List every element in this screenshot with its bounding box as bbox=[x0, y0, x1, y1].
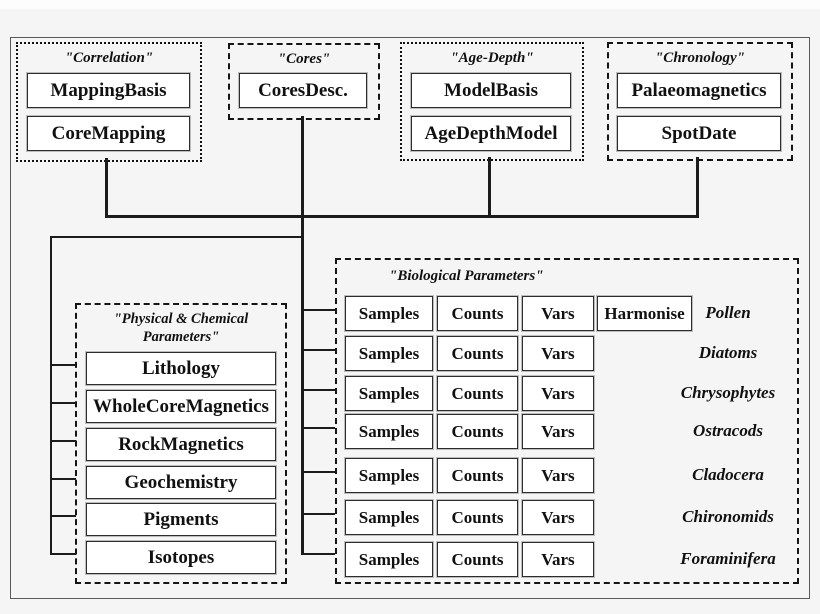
group-cores: "Cores" CoresDesc. bbox=[228, 43, 380, 120]
table-counts: Counts bbox=[437, 376, 518, 411]
bio-row-foraminifera: Samples Counts Vars Foraminifera bbox=[337, 542, 797, 577]
table-vars: Vars bbox=[522, 296, 594, 331]
table-samples: Samples bbox=[345, 336, 433, 371]
table-samples: Samples bbox=[345, 542, 433, 577]
bio-row-chironomids: Samples Counts Vars Chironomids bbox=[337, 500, 797, 535]
table-geochemistry: Geochemistry bbox=[86, 466, 276, 499]
tick-pigments bbox=[50, 515, 76, 517]
connector-cores-rail bbox=[301, 116, 304, 555]
table-mappingbasis: MappingBasis bbox=[27, 73, 190, 108]
table-agedepthmodel: AgeDepthModel bbox=[411, 116, 571, 151]
table-palaeomagnetics: Palaeomagnetics bbox=[617, 73, 781, 108]
tick-cladocera bbox=[304, 471, 335, 473]
group-correlation-title: "Correlation" bbox=[64, 50, 154, 66]
bio-row-label: Diatoms bbox=[698, 342, 758, 362]
table-samples: Samples bbox=[345, 376, 433, 411]
table-vars: Vars bbox=[522, 414, 594, 449]
tick-pollen bbox=[304, 309, 335, 311]
tick-chrysophytes bbox=[304, 389, 335, 391]
tick-isotopes bbox=[50, 553, 76, 555]
tick-lithology bbox=[50, 364, 76, 366]
table-vars: Vars bbox=[522, 376, 594, 411]
group-physical-chemical-title-line1: "Physical & Chemical bbox=[113, 311, 249, 327]
table-samples: Samples bbox=[345, 500, 433, 535]
table-samples: Samples bbox=[345, 296, 433, 331]
tick-chironomids bbox=[304, 513, 335, 515]
table-counts: Counts bbox=[437, 500, 518, 535]
page-margin bbox=[0, 0, 820, 9]
bio-row-ostracods: Samples Counts Vars Ostracods bbox=[337, 414, 797, 449]
table-coresdesc: CoresDesc. bbox=[239, 73, 367, 108]
bio-row-label: Cladocera bbox=[692, 464, 764, 484]
table-vars: Vars bbox=[522, 500, 594, 535]
bio-row-label: Pollen bbox=[705, 302, 751, 322]
group-biological-title: "Biological Parameters" bbox=[389, 268, 544, 284]
table-counts: Counts bbox=[437, 296, 518, 331]
table-counts: Counts bbox=[437, 336, 518, 371]
group-age-depth: "Age-Depth" ModelBasis AgeDepthModel bbox=[400, 42, 584, 161]
connector-correlation-drop bbox=[105, 158, 108, 218]
group-correlation: "Correlation" MappingBasis CoreMapping bbox=[16, 42, 202, 162]
group-physical-chemical-title: "Physical & Chemical Parameters" bbox=[77, 305, 285, 346]
group-chronology-title: "Chronology" bbox=[654, 50, 745, 66]
table-vars: Vars bbox=[522, 458, 594, 493]
connector-left-branch bbox=[50, 236, 303, 238]
table-coremapping: CoreMapping bbox=[27, 116, 190, 151]
group-physical-chemical-title-line2: Parameters" bbox=[142, 329, 220, 346]
table-rockmagnetics: RockMagnetics bbox=[86, 428, 276, 461]
table-samples: Samples bbox=[345, 458, 433, 493]
table-counts: Counts bbox=[437, 542, 518, 577]
tick-diatoms bbox=[304, 349, 335, 351]
bio-row-label: Chironomids bbox=[682, 506, 774, 526]
bio-row-label: Foraminifera bbox=[680, 548, 776, 568]
tick-foraminifera bbox=[304, 553, 335, 555]
bio-row-diatoms: Samples Counts Vars Diatoms bbox=[337, 336, 797, 371]
bio-row-chrysophytes: Samples Counts Vars Chrysophytes bbox=[337, 376, 797, 411]
diagram-outer-frame bbox=[10, 37, 810, 599]
bio-row-pollen: Samples Counts Vars Harmonise Pollen bbox=[337, 296, 797, 331]
group-cores-title: "Cores" bbox=[277, 51, 331, 67]
table-vars: Vars bbox=[522, 542, 594, 577]
table-samples: Samples bbox=[345, 414, 433, 449]
bio-row-label: Ostracods bbox=[693, 420, 763, 440]
table-isotopes: Isotopes bbox=[86, 541, 276, 574]
bio-row-label: Chrysophytes bbox=[680, 382, 776, 402]
tick-geochemistry bbox=[50, 478, 76, 480]
table-counts: Counts bbox=[437, 458, 518, 493]
group-age-depth-title: "Age-Depth" bbox=[450, 50, 534, 66]
tick-ostracods bbox=[304, 427, 335, 429]
connector-age-depth-drop bbox=[488, 157, 491, 218]
bio-row-cladocera: Samples Counts Vars Cladocera bbox=[337, 458, 797, 493]
table-wholecoremagnetics: WholeCoreMagnetics bbox=[86, 390, 276, 423]
group-biological: "Biological Parameters" Samples Counts V… bbox=[335, 258, 799, 584]
connector-main-bus bbox=[105, 215, 699, 218]
table-modelbasis: ModelBasis bbox=[411, 73, 571, 108]
tick-rockmagnetics bbox=[50, 440, 76, 442]
table-counts: Counts bbox=[437, 414, 518, 449]
table-pigments: Pigments bbox=[86, 503, 276, 536]
group-physical-chemical: "Physical & Chemical Parameters" Litholo… bbox=[75, 303, 287, 584]
tick-wholecoremagnetics bbox=[50, 402, 76, 404]
connector-chronology-drop bbox=[696, 157, 699, 218]
table-harmonise: Harmonise bbox=[597, 296, 692, 331]
connector-left-rail bbox=[50, 236, 52, 555]
group-chronology: "Chronology" Palaeomagnetics SpotDate bbox=[607, 42, 793, 161]
table-spotdate: SpotDate bbox=[617, 116, 781, 151]
table-vars: Vars bbox=[522, 336, 594, 371]
table-lithology: Lithology bbox=[86, 352, 276, 385]
